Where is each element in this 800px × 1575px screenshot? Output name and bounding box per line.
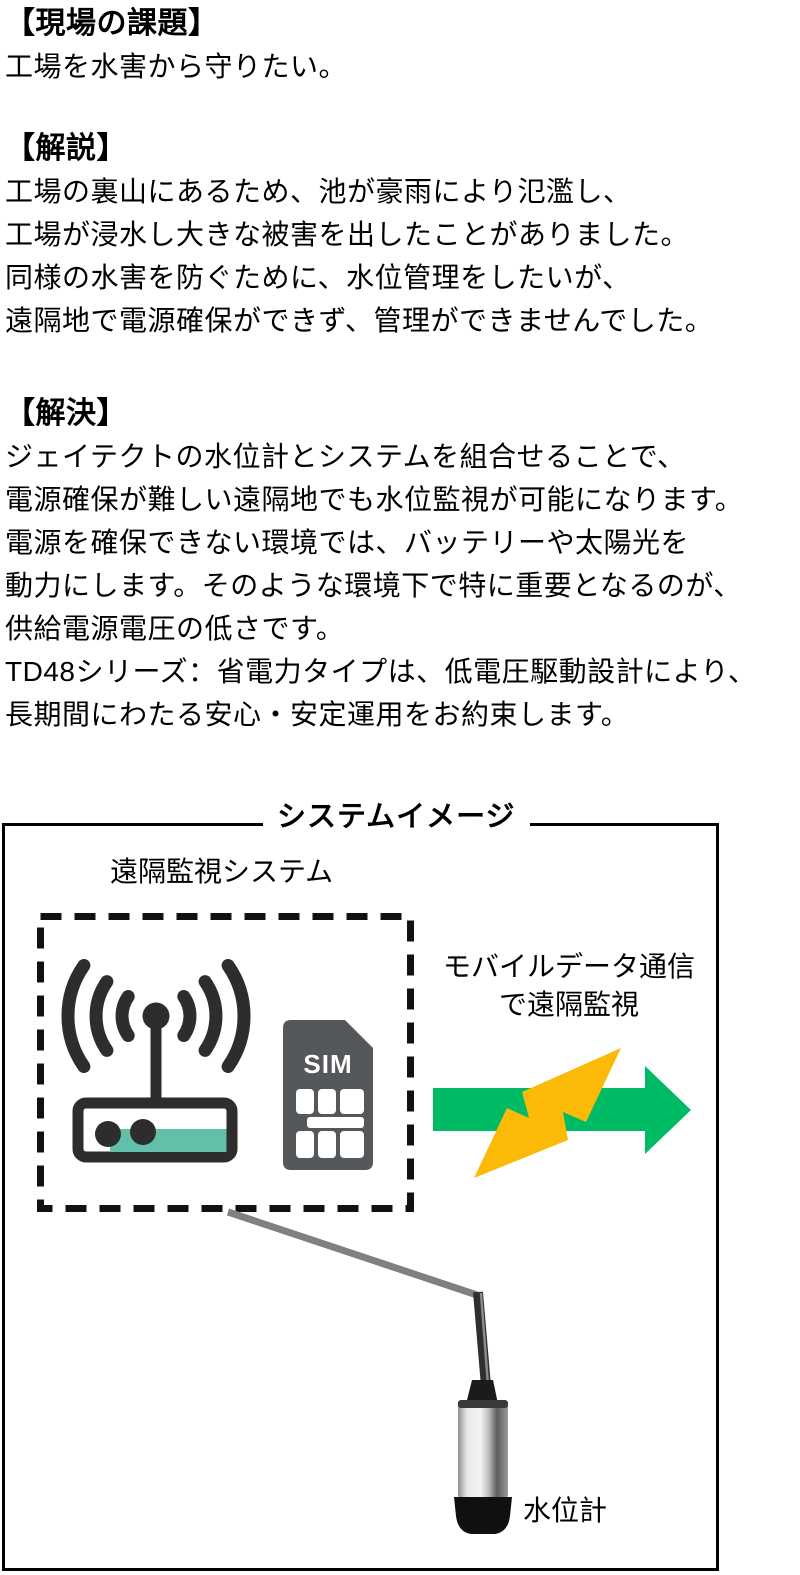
water-level-sensor-image (454, 1291, 512, 1534)
section-heading: 【解説】 (5, 132, 127, 165)
section-line: ジェイテクトの水位計とシステムを組合せることで、 (5, 441, 686, 472)
section-line: TD48シリーズ：省電力タイプは、低電圧駆動設計により、 (5, 656, 757, 687)
diagram-border (2, 823, 719, 1571)
section-solution: 【解決】 ジェイテクトの水位計とシステムを組合せることで、 電源確保が難しい遠隔… (5, 392, 756, 736)
section-heading: 【現場の課題】 (5, 7, 219, 40)
mobile-data-label-line1: モバイルデータ通信 (442, 951, 695, 982)
section-heading: 【解決】 (5, 397, 127, 430)
remote-system-label: 遠隔監視システム (110, 856, 334, 887)
sim-text: SIM (303, 1049, 353, 1079)
section-line: 遠隔地で電源確保ができず、管理ができませんでした。 (5, 305, 714, 336)
mobile-data-label-line2: で遠隔監視 (498, 989, 639, 1020)
wifi-router-icon (61, 959, 251, 1163)
section-line: 電源を確保できない環境では、バッテリーや太陽光を (5, 527, 690, 558)
section-line: 工場を水害から守りたい。 (5, 51, 348, 82)
section-explanation: 【解説】 工場の裏山にあるため、池が豪雨により氾濫し、 工場が浸水し大きな被害を… (5, 127, 713, 342)
section-line: 工場の裏山にあるため、池が豪雨により氾濫し、 (5, 176, 632, 207)
section-line: 供給電源電圧の低さです。 (5, 613, 345, 644)
diagram-title: システムイメージ (263, 800, 530, 834)
section-line: 工場が浸水し大きな被害を出したことがありました。 (5, 219, 690, 250)
mobile-data-label: モバイルデータ通信 で遠隔監視 (428, 948, 710, 1024)
section-line: 電源確保が難しい遠隔地でも水位監視が可能になります。 (5, 484, 744, 515)
dashed-system-box (37, 913, 414, 1212)
section-line: 長期間にわたる安心・安定運用をお約束します。 (5, 699, 630, 730)
sim-card-icon (283, 1020, 373, 1170)
lightning-bolt-icon (474, 1048, 621, 1178)
water-level-gauge-label: 水位計 (523, 1495, 608, 1526)
section-line: 同様の水害を防ぐために、水位管理をしたいが、 (5, 262, 631, 293)
connector-line (226, 1208, 479, 1299)
section-line: 動力にします。そのような環境下で特に重要となるのが、 (5, 570, 742, 601)
section-problem: 【現場の課題】 工場を水害から守りたい。 (5, 2, 347, 88)
